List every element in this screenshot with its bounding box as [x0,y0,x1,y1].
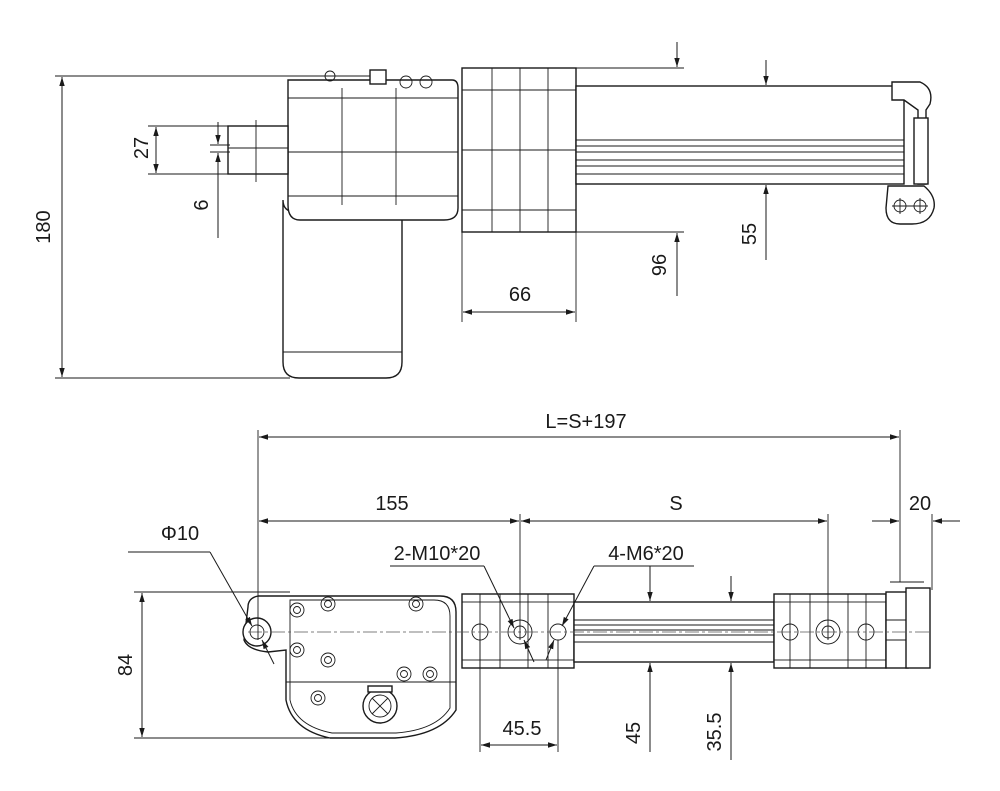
label-155: 155 [375,493,408,515]
rod-tube [575,85,905,185]
front-guide-block-top [461,593,575,669]
dim-shaft-height: 27 [131,125,230,175]
callout-m6-holes: 4-M6*20 [545,543,694,661]
label-66: 66 [509,284,531,306]
label-96: 96 [649,254,671,276]
callout-m10-holes: 2-M10*20 [390,543,535,663]
label-55: 55 [739,223,761,245]
side-view: 180 27 6 66 96 [33,42,935,379]
gearbox-housing [287,69,459,221]
dim-end-length: 20 [872,493,960,590]
label-35-5: 35.5 [704,713,726,752]
label-84: 84 [115,654,137,676]
label-phi10: Φ10 [161,523,199,545]
dim-guide-block-width: 66 [461,232,577,322]
label-m6: 4-M6*20 [608,543,684,565]
dim-guide-block-height: 96 [576,42,684,296]
housing-screws [289,596,438,706]
dim-hole-diameter: Φ10 [128,523,275,665]
rod-end-top [885,581,931,669]
housing-top [242,595,457,739]
label-S: S [669,493,682,515]
dim-retracted-length: 155 [259,493,521,640]
rod-end-fitting [885,81,935,225]
dim-hole-pitch: 45.5 [479,640,559,752]
dim-shaft-width: 6 [191,122,230,238]
guide-block [461,67,577,233]
label-total-length: L=S+197 [545,411,626,433]
top-view: L=S+197 155 S 20 Φ10 [115,411,960,760]
label-45: 45 [623,722,645,744]
label-m10: 2-M10*20 [394,543,481,565]
rear-guide-block-top [773,593,887,669]
label-6: 6 [191,199,213,210]
cable-gland [362,685,398,724]
label-20: 20 [909,493,931,515]
dim-total-height: 180 [33,75,370,379]
dim-offset-45: 45 [623,566,653,752]
dim-offset-35-5: 35.5 [704,576,734,760]
motor-can [282,199,403,379]
output-shaft [227,120,289,182]
label-45-5: 45.5 [503,718,542,740]
dim-stroke: S [521,493,829,640]
label-180: 180 [33,210,55,243]
label-27: 27 [131,137,153,159]
dim-total-length: L=S+197 [257,411,901,640]
dim-rod-height: 55 [739,60,769,260]
dim-body-height: 84 [115,591,330,739]
